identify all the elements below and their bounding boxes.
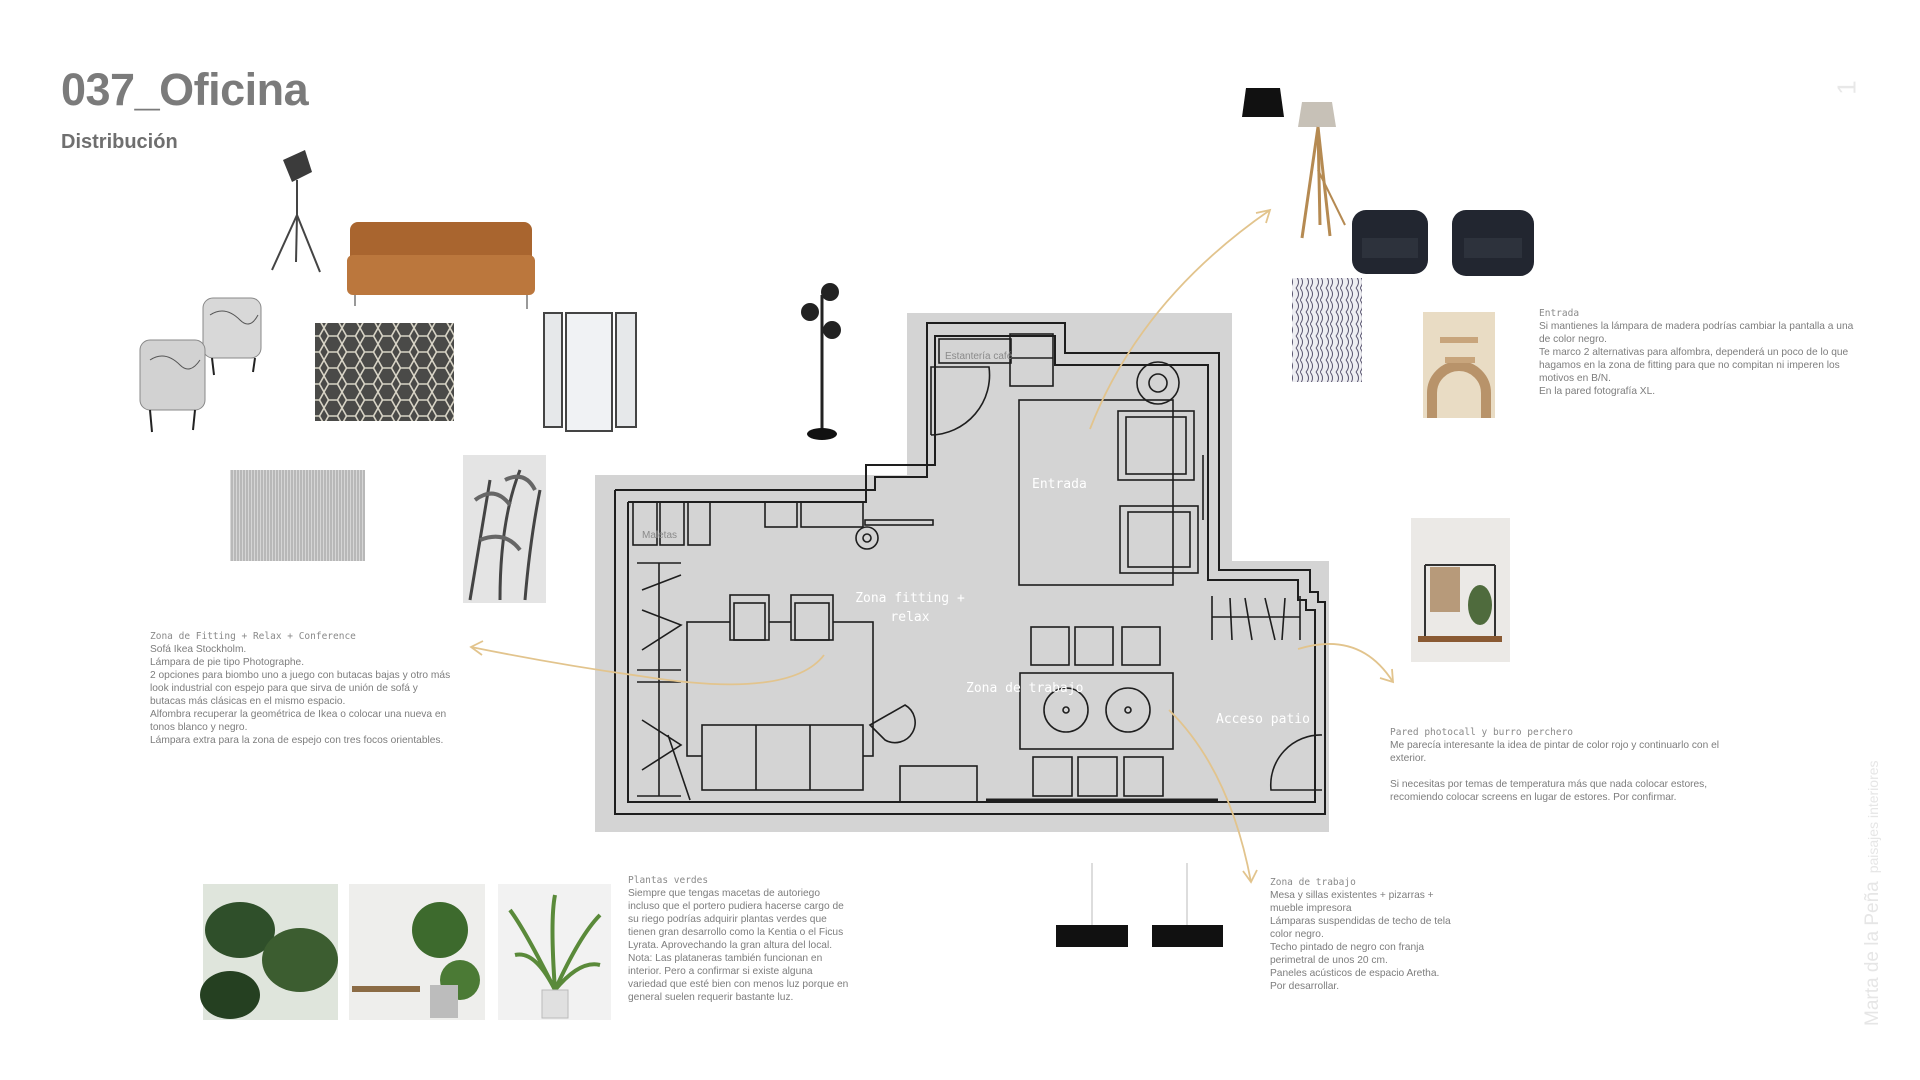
page-subtitle: Distribución	[61, 131, 178, 153]
note-heading: Entrada	[1539, 308, 1580, 319]
brand-name: Marta de la Peña	[1862, 881, 1883, 1026]
kentia-plant-image	[498, 884, 611, 1020]
label-fitting-2: relax	[890, 610, 929, 625]
note-line: Alfombra recuperar la geométrica de Ikea…	[150, 709, 447, 733]
note-heading: Plantas verdes	[628, 875, 709, 886]
note-heading: Zona de trabajo	[1270, 877, 1356, 888]
note-heading: Zona de Fitting + Relax + Conference	[150, 631, 356, 642]
note-line: Si mantienes la lámpara de madera podría…	[1539, 321, 1854, 345]
label-trabajo: Zona de trabajo	[966, 681, 1083, 696]
note-line: Mesa y sillas existentes + pizarras + mu…	[1270, 890, 1434, 914]
black-armchairs-image	[1352, 210, 1534, 276]
geometric-rug-image	[315, 323, 454, 421]
note-line: Siempre que tengas macetas de autoriego …	[628, 888, 844, 951]
note-line: Lámpara extra para la zona de espejo con…	[150, 735, 444, 746]
leather-sofa-image	[347, 222, 535, 309]
label-fitting-1: Zona fitting +	[855, 591, 965, 606]
mirror-screen-image	[543, 312, 637, 432]
note-line: Te marco 2 alternativas para alfombra, d…	[1539, 347, 1849, 384]
label-maletas: Maletas	[642, 530, 677, 541]
furniture	[632, 333, 1323, 803]
pendant-lamps-image	[1056, 863, 1223, 947]
annotation-arrows	[469, 208, 1394, 884]
page-title: 037_Oficina	[61, 64, 309, 115]
arrow-photocall	[1297, 643, 1394, 683]
spotlight-floor-lamp-image	[801, 283, 841, 440]
label-estanteria: Estantería café	[945, 351, 1013, 362]
note-fitting: Zona de Fitting + Relax + Conference Sof…	[150, 630, 452, 747]
arrow-trabajo-head	[1242, 869, 1258, 884]
photocall-rack-image	[1411, 518, 1510, 662]
zebra-rug-image	[1292, 278, 1362, 382]
note-line: En la pared fotografía XL.	[1539, 386, 1656, 397]
brand-tagline: paisajes interiores	[1865, 760, 1881, 874]
tropical-screen-image	[463, 455, 546, 603]
note-line: Lámparas suspendidas de techo de tela co…	[1270, 916, 1451, 940]
note-line: Por desarrollar.	[1270, 981, 1340, 992]
note-line: Paneles acústicos de espacio Aretha.	[1270, 968, 1440, 979]
note-line: Techo pintado de negro con franja perime…	[1270, 942, 1425, 966]
floor-plan-background	[595, 313, 1329, 832]
label-entrada: Entrada	[1032, 477, 1087, 492]
note-plantas: Plantas verdes Siempre que tengas maceta…	[628, 874, 850, 1004]
note-line: Me parecía interesante la idea de pintar…	[1390, 740, 1720, 764]
arrow-fitting	[470, 646, 825, 686]
arrow-photocall-head	[1379, 668, 1394, 684]
note-line: Nota: Las plataneras también funcionan e…	[628, 953, 849, 1003]
note-line: Sofá Ikea Stockholm.	[150, 644, 247, 655]
arrow-fitting-head	[469, 640, 484, 656]
fiddle-leaf-plant-image	[200, 884, 338, 1020]
wooden-floor-lamp-image	[1242, 88, 1346, 239]
arrow-entrada-head	[1255, 208, 1272, 224]
note-line: Lámpara de pie tipo Photographe.	[150, 657, 305, 668]
tripod-lamp-image	[271, 150, 321, 273]
ficus-bench-image	[349, 884, 485, 1020]
floral-armchairs-image	[139, 297, 262, 433]
brand-watermark: Marta de la Peña paisajes interiores	[1862, 760, 1884, 1026]
note-entrada: Entrada Si mantienes la lámpara de mader…	[1539, 307, 1859, 398]
arrow-trabajo	[1168, 709, 1252, 883]
note-line: Si necesitas por temas de temperatura má…	[1390, 779, 1708, 803]
label-patio: Acceso patio	[1216, 712, 1310, 727]
note-pared: Pared photocall y burro perchero Me pare…	[1390, 726, 1735, 804]
walls	[614, 322, 1326, 815]
gray-rug-image	[230, 470, 365, 561]
note-heading: Pared photocall y burro perchero	[1390, 727, 1574, 738]
arrow-entrada	[1089, 209, 1271, 430]
beige-rug-image	[1423, 312, 1495, 418]
note-trabajo: Zona de trabajo Mesa y sillas existentes…	[1270, 876, 1462, 993]
note-line: 2 opciones para biombo uno a juego con b…	[150, 670, 451, 707]
